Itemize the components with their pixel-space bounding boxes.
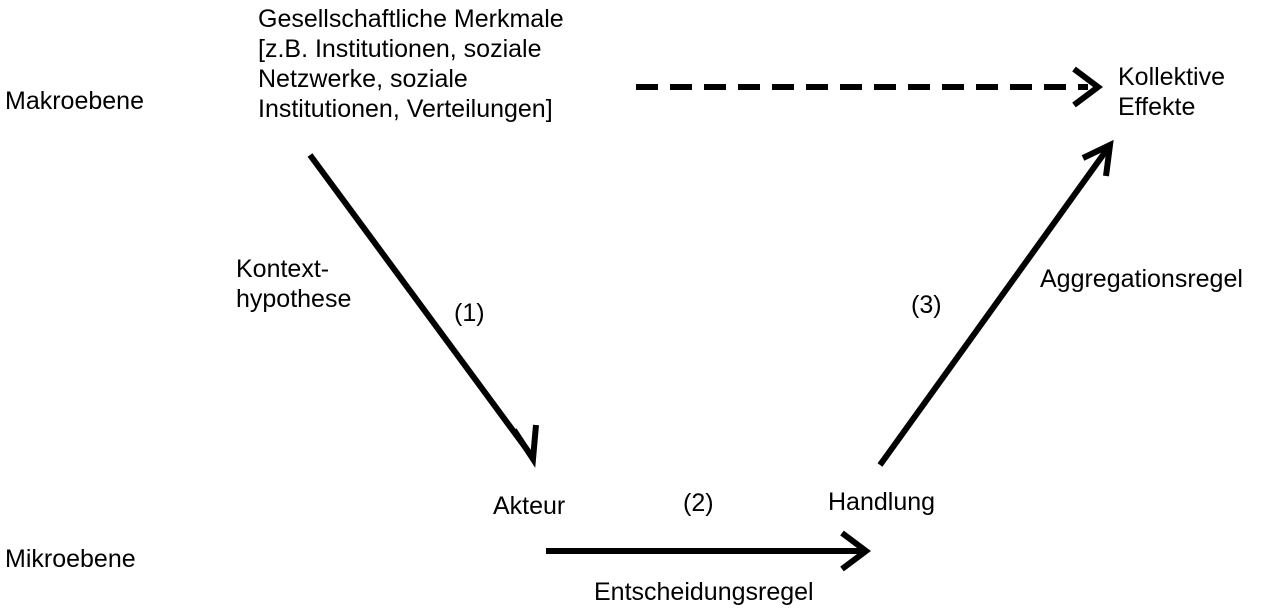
collective-effects-line: Effekte	[1118, 93, 1196, 121]
aggregation-arrowhead	[1081, 139, 1114, 177]
context-hypothesis-label: Kontext- hypothese	[236, 254, 351, 314]
societal-features-line: Institutionen, Verteilungen]	[258, 95, 553, 123]
macro-dashed-arrowhead	[1072, 66, 1103, 108]
aggregation-arrow-line	[877, 146, 1111, 467]
decision-rule-label: Entscheidungsregel	[594, 578, 814, 606]
context-number: (1)	[454, 299, 485, 327]
action-node: Handlung	[828, 488, 936, 516]
collective-effects-line: Kollektive	[1118, 63, 1225, 91]
societal-features-line: [z.B. Institutionen, soziale	[258, 35, 542, 63]
context-arrow-line	[307, 153, 534, 457]
context-hypothesis-line: hypothese	[236, 285, 352, 313]
societal-features-node: Gesellschaftliche Merkmale [z.B. Institu…	[258, 4, 564, 124]
decision-arrowhead	[840, 530, 871, 572]
aggregation-rule-label: Aggregationsregel	[1040, 265, 1243, 293]
collective-effects-node: Kollektive Effekte	[1118, 62, 1225, 122]
societal-features-line: Gesellschaftliche Merkmale	[258, 5, 564, 33]
societal-features-line: Netzwerke, soziale	[258, 65, 468, 93]
micro-level-label: Mikroebene	[5, 545, 136, 573]
aggregation-number: (3)	[911, 291, 942, 319]
actor-node: Akteur	[493, 492, 566, 520]
context-arrowhead	[511, 424, 539, 468]
macro-level-label: Makroebene	[5, 87, 144, 115]
decision-number: (2)	[683, 489, 714, 517]
context-hypothesis-line: Kontext-	[236, 255, 330, 283]
